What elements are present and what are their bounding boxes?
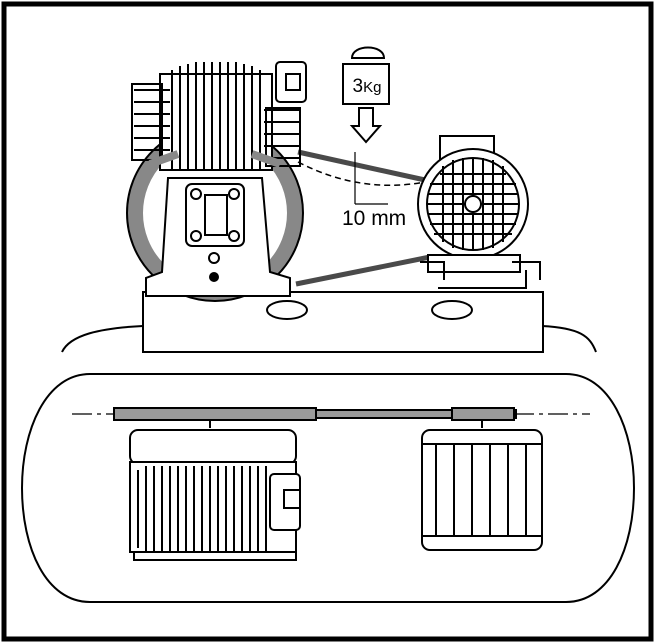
oil-sight — [208, 252, 220, 264]
belt-deflected-dashed — [297, 161, 426, 186]
weight-block — [342, 63, 390, 105]
compressor-pulley — [113, 407, 317, 421]
tank-outline — [20, 373, 636, 603]
crankcase-center-plate — [204, 194, 228, 236]
deflection-label: 10 mm — [340, 207, 409, 230]
drain-plug — [209, 272, 219, 282]
weight-handle — [350, 46, 386, 59]
belt-lower — [295, 254, 431, 287]
bolt-2 — [228, 188, 240, 200]
weight-unit: Kg — [363, 79, 382, 96]
electric-motor — [417, 135, 541, 289]
base-slot-left — [266, 300, 308, 320]
belt-upper — [297, 149, 426, 183]
bolt-3 — [190, 230, 202, 242]
base-slot-right — [431, 300, 473, 320]
tank-top-outline — [61, 325, 597, 353]
motor-top — [421, 429, 543, 551]
motor-pulley — [451, 407, 515, 421]
weight-indicator — [342, 46, 390, 144]
down-arrow — [349, 107, 383, 144]
bolt-1 — [190, 188, 202, 200]
base-plate — [142, 291, 544, 353]
compressor-top — [129, 429, 301, 561]
weight-label: 3Kg — [344, 77, 390, 96]
top-view — [20, 373, 636, 603]
dimension-line — [354, 152, 388, 205]
weight-value: 3 — [352, 76, 364, 97]
bolt-4 — [228, 230, 240, 242]
cylinder-head — [131, 61, 307, 171]
side-view — [61, 61, 597, 353]
